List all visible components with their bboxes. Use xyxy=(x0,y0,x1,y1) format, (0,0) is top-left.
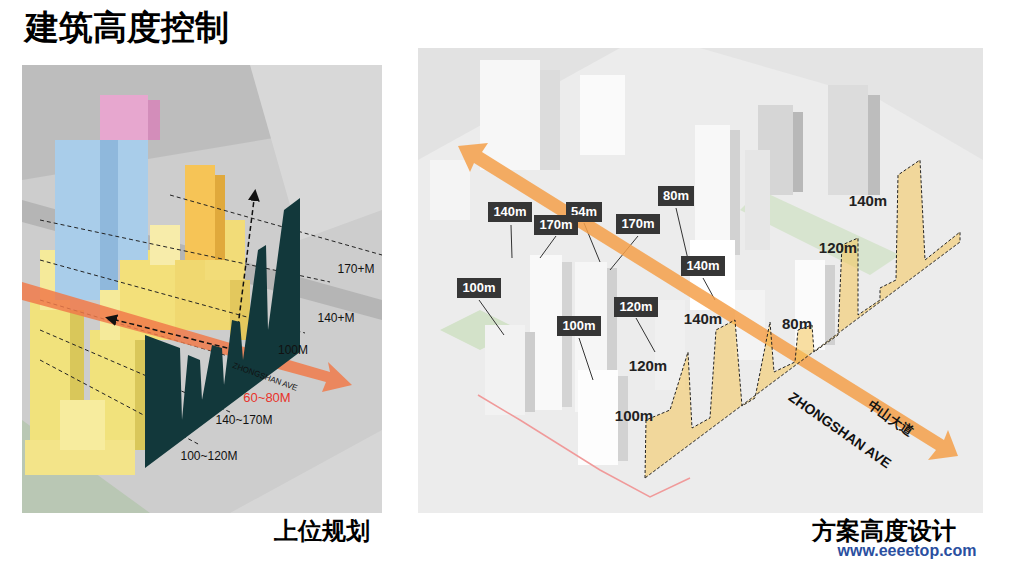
height-value: 140m xyxy=(849,192,887,209)
left-panel xyxy=(22,65,382,513)
height-band: 170+M xyxy=(337,263,374,277)
height-value: 120m xyxy=(629,357,667,374)
right-panel xyxy=(418,48,983,513)
panel-caption: 方案高度设计 xyxy=(812,517,956,545)
height-value: 100m xyxy=(462,280,495,295)
height-value: 80m xyxy=(663,188,689,203)
height-value: 170m xyxy=(621,216,654,231)
height-value: 170m xyxy=(539,217,572,232)
height-tag: 140m xyxy=(681,256,724,276)
height-band: 100M xyxy=(278,344,308,358)
panel-caption: 上位规划 xyxy=(274,517,370,545)
height-value: 140m xyxy=(686,258,719,273)
height-tag: 80m xyxy=(658,186,694,206)
height-tag: 100m xyxy=(457,278,500,298)
height-value: 140m xyxy=(684,310,722,327)
height-band: 140~170M xyxy=(215,414,272,428)
height-value: 100m xyxy=(562,318,595,333)
height-band: 140+M xyxy=(317,312,354,326)
height-value: 80m xyxy=(782,315,812,332)
height-value: 100m xyxy=(615,407,653,424)
height-band: 100~120M xyxy=(180,450,237,464)
height-tag: 170m xyxy=(616,214,659,234)
height-tag: 100m xyxy=(557,316,600,336)
height-tag: 140m xyxy=(488,202,531,222)
watermark: www.eeeetop.com xyxy=(838,542,977,560)
height-value: 120m xyxy=(819,239,857,256)
height-value: 120m xyxy=(619,299,652,314)
height-value: 140m xyxy=(493,204,526,219)
height-tag: 170m xyxy=(534,215,577,235)
height-tag: 120m xyxy=(614,297,657,317)
page-title: 建筑高度控制 xyxy=(25,8,229,47)
height-band: 60~80M xyxy=(243,391,290,406)
